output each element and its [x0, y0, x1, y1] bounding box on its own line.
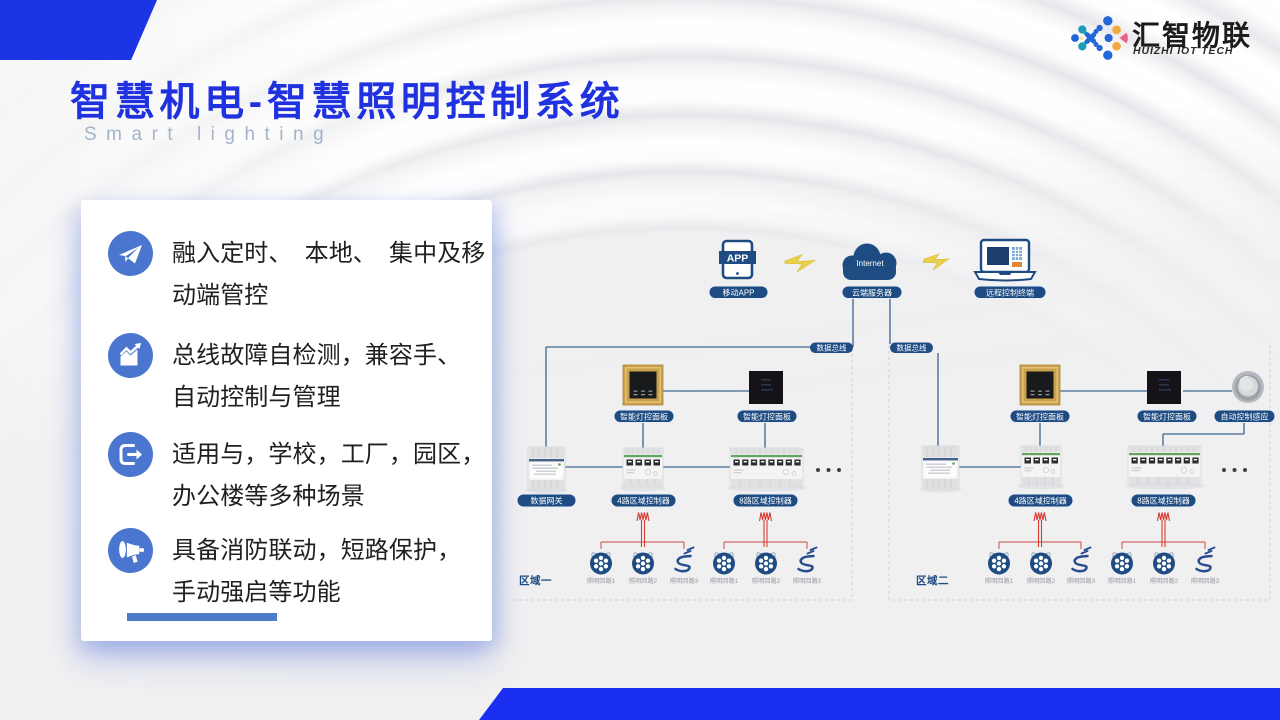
svg-text:照明回路2: 照明回路2 — [629, 577, 658, 585]
svg-text:8路区域控制器: 8路区域控制器 — [739, 496, 791, 506]
svg-text:照明回路1: 照明回路1 — [587, 577, 616, 585]
svg-text:Internet: Internet — [856, 259, 884, 268]
svg-text:4路区域控制器: 4路区域控制器 — [1014, 496, 1066, 506]
svg-text:数据总线: 数据总线 — [817, 343, 847, 353]
svg-text:照明回路3: 照明回路3 — [793, 577, 822, 585]
svg-text:照明回路1: 照明回路1 — [985, 577, 1014, 585]
svg-text:照明回路3: 照明回路3 — [1191, 577, 1220, 585]
svg-text:智能灯控面板: 智能灯控面板 — [620, 412, 668, 422]
svg-text:照明回路1: 照明回路1 — [1108, 577, 1137, 585]
svg-text:4路区域控制器: 4路区域控制器 — [617, 496, 669, 506]
svg-text:智能灯控面板: 智能灯控面板 — [1143, 412, 1191, 422]
svg-text:智能灯控面板: 智能灯控面板 — [1016, 412, 1064, 422]
svg-text:照明回路3: 照明回路3 — [1067, 577, 1096, 585]
svg-text:照明回路2: 照明回路2 — [1027, 577, 1056, 585]
svg-text:远程控制终端: 远程控制终端 — [986, 288, 1034, 298]
svg-text:区域二: 区域二 — [916, 574, 949, 587]
svg-text:智能灯控面板: 智能灯控面板 — [743, 412, 791, 422]
svg-text:云端服务器: 云端服务器 — [852, 288, 892, 298]
svg-text:区域一: 区域一 — [519, 574, 552, 587]
svg-text:照明回路2: 照明回路2 — [752, 577, 781, 585]
svg-text:数据网关: 数据网关 — [531, 496, 563, 506]
svg-text:APP: APP — [727, 253, 749, 265]
svg-text:8路区域控制器: 8路区域控制器 — [1137, 496, 1189, 506]
svg-text:数据总线: 数据总线 — [897, 343, 927, 353]
svg-text:移动APP: 移动APP — [722, 288, 754, 298]
svg-text:照明回路3: 照明回路3 — [670, 577, 699, 585]
svg-text:照明回路2: 照明回路2 — [1150, 577, 1179, 585]
svg-text:自动控制感应: 自动控制感应 — [1221, 412, 1269, 422]
svg-text:照明回路1: 照明回路1 — [710, 577, 739, 585]
